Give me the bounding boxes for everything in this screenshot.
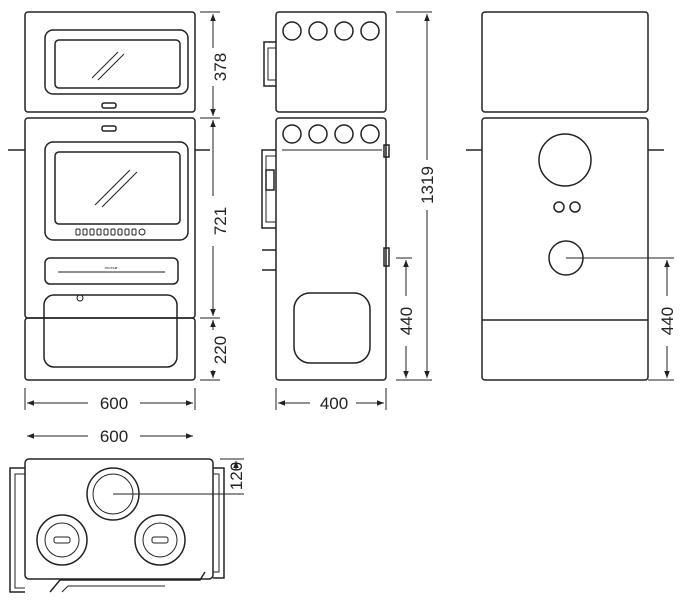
dim-front-top-height: 378 (211, 53, 230, 81)
front-storage-compartment (43, 294, 178, 368)
top-front-rail (49, 571, 206, 593)
top-view: 600 120 (9, 427, 246, 593)
top-right-hotplate (134, 514, 186, 566)
side-door-handle (261, 149, 276, 229)
side-flue-outlet (293, 292, 371, 364)
dim-side-total-height: 1319 (418, 166, 437, 204)
top-right-handle (213, 467, 225, 579)
front-fire-window (54, 151, 181, 225)
dim-side-depth: 400 (320, 394, 348, 413)
front-view: morsø 378 721 220 600 (8, 11, 230, 413)
top-left-hotplate (36, 514, 88, 566)
front-top-handle (101, 102, 117, 109)
top-left-handle (9, 467, 25, 593)
dim-front-width: 600 (100, 394, 128, 413)
front-top-module (24, 11, 196, 113)
brand-badge: morsø (105, 265, 118, 270)
side-top-handle (263, 41, 276, 87)
rear-view: 440 (466, 11, 677, 381)
front-fire-door (44, 141, 189, 241)
side-main-body (275, 117, 387, 381)
front-bottom-module (24, 317, 196, 381)
rear-main-body (481, 117, 649, 381)
dim-side-outlet-height: 440 (397, 307, 416, 335)
side-view: 400 1319 440 (261, 11, 437, 413)
dim-front-middle-height: 721 (211, 207, 230, 235)
dim-top-outlet-offset: 120 (227, 462, 246, 490)
front-middle-module (24, 117, 196, 319)
rear-upper-outlet (538, 133, 592, 187)
front-top-oven-door (44, 29, 189, 95)
rear-top-module (481, 11, 649, 113)
dim-front-bottom-height: 220 (211, 336, 230, 364)
front-top-window (54, 39, 181, 89)
front-ash-drawer (44, 257, 179, 285)
dim-rear-outlet-height: 440 (658, 307, 677, 335)
air-vent-slots (75, 228, 146, 236)
side-top-module (275, 11, 387, 113)
dim-top-width: 600 (100, 427, 128, 446)
top-outline (24, 458, 214, 580)
